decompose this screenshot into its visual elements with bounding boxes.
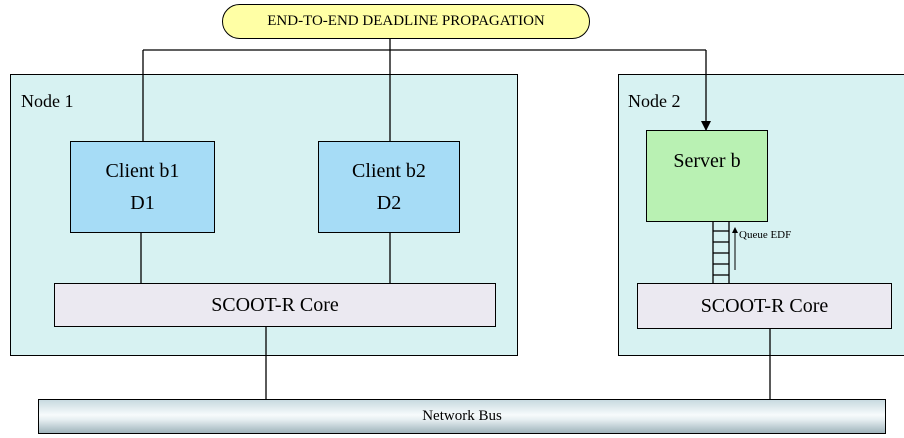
network-bus: Network Bus	[38, 399, 886, 434]
queue-edf-label: Queue EDF	[739, 229, 792, 241]
node-2-core-label: SCOOT-R Core	[700, 294, 829, 317]
node-2-core: SCOOT-R Core	[637, 283, 892, 329]
node-1-label: Node 1	[21, 91, 74, 111]
client-b2-name: Client b2	[352, 160, 426, 182]
queue-ladder-icon	[712, 222, 730, 283]
client-b1-box: Client b1 D1	[70, 141, 215, 233]
node-2-label: Node 2	[628, 91, 681, 111]
banner-label: END-TO-END DEADLINE PROPAGATION	[267, 13, 545, 29]
node-1-core-label: SCOOT-R Core	[211, 293, 339, 316]
node-1-core: SCOOT-R Core	[54, 283, 496, 327]
server-b-name: Server b	[673, 150, 741, 172]
client-b2-box: Client b2 D2	[318, 141, 460, 233]
client-b1-name: Client b1	[105, 160, 180, 182]
client-b2-deadline: D2	[376, 192, 402, 214]
server-b-box: Server b	[646, 130, 768, 222]
deadline-propagation-banner: END-TO-END DEADLINE PROPAGATION	[222, 4, 590, 39]
client-b1-deadline: D1	[130, 192, 155, 214]
network-bus-label: Network Bus	[422, 408, 502, 424]
